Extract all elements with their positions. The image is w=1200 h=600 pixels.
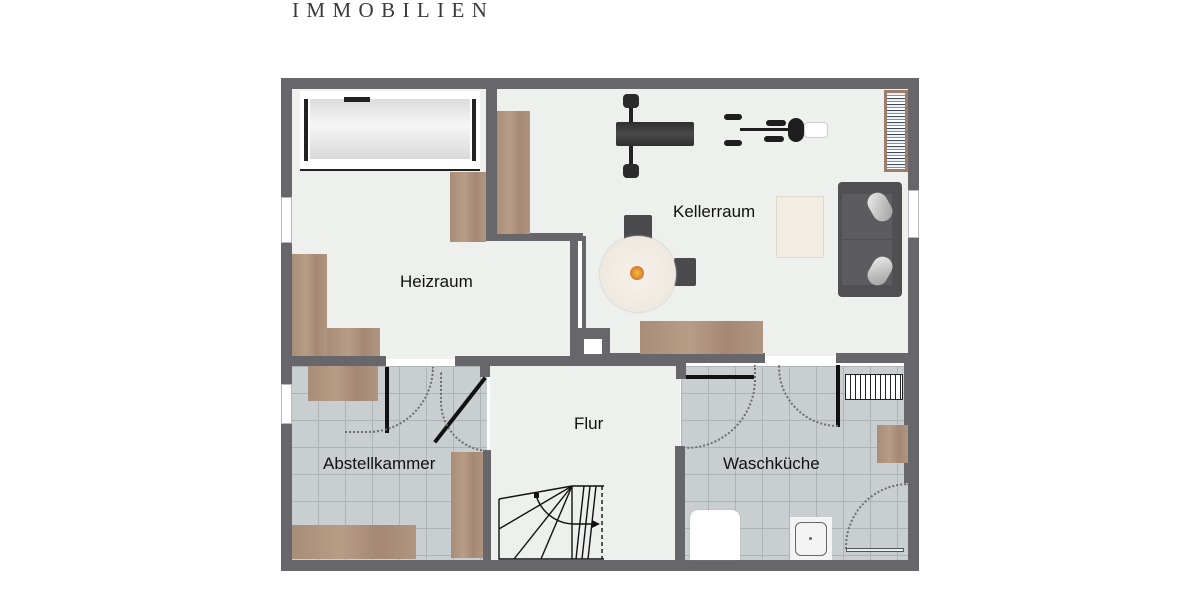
bike-rear bbox=[804, 122, 828, 138]
oil-tank-body bbox=[310, 99, 470, 159]
staircase bbox=[498, 485, 604, 560]
wall-abstell-flur bbox=[483, 450, 491, 560]
bike-seat bbox=[788, 118, 804, 142]
exercise-bike bbox=[722, 108, 830, 154]
oil-tank-fitting bbox=[344, 97, 370, 102]
weight-plate-top bbox=[623, 94, 639, 108]
outer-wall-bottom bbox=[281, 560, 919, 571]
sofa bbox=[838, 182, 902, 297]
bench-pad bbox=[616, 122, 694, 146]
rug bbox=[776, 196, 824, 258]
sideboard-kellerraum bbox=[640, 321, 763, 354]
fruit-bowl bbox=[630, 266, 644, 280]
wall-middle-left bbox=[291, 356, 386, 366]
oil-tank-edge-right bbox=[472, 99, 476, 161]
room-label-abstellkammer: Abstellkammer bbox=[323, 454, 436, 473]
chimney-shaft bbox=[584, 339, 602, 354]
sink-drain bbox=[809, 537, 812, 540]
books bbox=[887, 93, 905, 169]
weight-plate-bottom bbox=[623, 164, 639, 178]
sink bbox=[790, 517, 832, 560]
outer-wall-top bbox=[281, 78, 919, 89]
shelf-heizraum-bottom bbox=[327, 328, 380, 356]
room-label-waschkueche: Waschküche bbox=[723, 454, 820, 473]
wall-chimney-right bbox=[582, 236, 586, 330]
bike-pedal-bottom bbox=[764, 136, 784, 142]
wall-middle-right-a bbox=[610, 353, 765, 363]
wall-heizraum-kellerraum bbox=[486, 89, 497, 240]
outer-wall-left bbox=[281, 78, 292, 571]
room-label-flur: Flur bbox=[574, 414, 604, 433]
shower-door-waschkueche[interactable] bbox=[846, 548, 904, 552]
shelf-heizraum-top-right bbox=[450, 172, 486, 242]
bike-pedal-top bbox=[766, 120, 786, 126]
window-right bbox=[908, 190, 919, 238]
radiator bbox=[845, 374, 903, 400]
bike-frame bbox=[740, 128, 810, 131]
door-waschkueche-right[interactable] bbox=[836, 365, 840, 427]
wall-middle-center bbox=[455, 356, 681, 366]
room-label-kellerraum: Kellerraum bbox=[673, 202, 756, 221]
wall-abstell-flur-top bbox=[480, 361, 490, 377]
washing-machine bbox=[690, 510, 740, 560]
shelf-abstell-bottom bbox=[292, 525, 416, 559]
heizraum-floor-ext bbox=[486, 240, 570, 359]
cabinet-waschkueche bbox=[877, 425, 908, 463]
bookshelf bbox=[884, 90, 908, 172]
window-left-upper bbox=[281, 197, 292, 243]
wall-wasch-right-upper bbox=[904, 353, 912, 483]
cabinet-kellerraum-left bbox=[497, 111, 530, 234]
oil-tank-edge-left bbox=[304, 99, 308, 161]
chair-right bbox=[674, 258, 696, 286]
shelf-heizraum-left bbox=[292, 254, 327, 356]
oil-tank bbox=[300, 91, 480, 171]
wall-flur-wasch bbox=[675, 446, 685, 560]
weight-bench bbox=[612, 92, 694, 182]
room-label-heizraum: Heizraum bbox=[400, 272, 473, 291]
bike-handle-top bbox=[724, 114, 742, 120]
round-table bbox=[600, 236, 676, 312]
brand-logo-text: IMMOBILIEN bbox=[292, 0, 495, 22]
shelf-abstell-right bbox=[451, 452, 483, 558]
wall-waschkueche-door-jamb bbox=[676, 361, 686, 379]
bike-handle-bottom bbox=[724, 140, 742, 146]
wall-middle-right-b bbox=[836, 353, 908, 363]
wall-heizraum-step bbox=[486, 233, 583, 241]
outer-wall-right bbox=[908, 78, 919, 571]
sink-basin bbox=[795, 522, 827, 556]
window-left-lower bbox=[281, 384, 292, 424]
wall-chimney-left bbox=[570, 233, 578, 359]
